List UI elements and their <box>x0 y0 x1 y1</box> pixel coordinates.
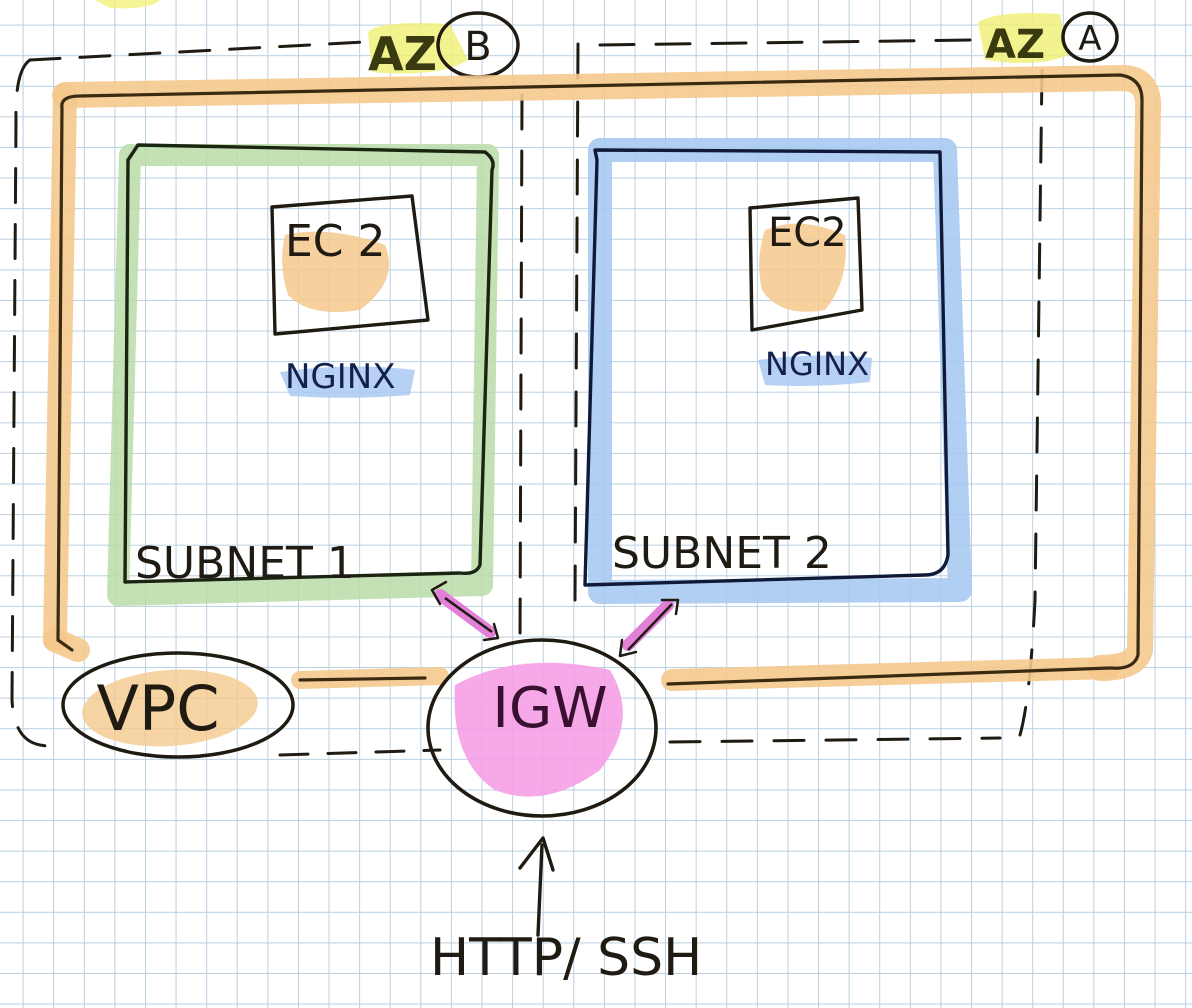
nginx-right-tag: NGINX <box>758 345 872 386</box>
subnet-2-label: SUBNET 2 <box>612 528 832 579</box>
subnet-2-box: SUBNET 2 <box>583 138 972 604</box>
up-arrow-icon <box>518 836 555 937</box>
az-b-zone: AZ B <box>10 11 524 757</box>
igw-label: IGW <box>492 676 607 741</box>
bidirectional-arrow-icon <box>430 580 500 642</box>
subnet-1-label: SUBNET 1 <box>135 538 355 589</box>
traffic-label: HTTP/ SSH <box>430 928 702 988</box>
az-b-label: AZ <box>368 27 437 81</box>
az-a-badge-circle <box>1061 11 1119 63</box>
ec2-left-label: EC 2 <box>285 216 386 267</box>
az-a-label: AZ <box>985 22 1045 68</box>
vpc-box <box>43 65 1162 691</box>
subnet-1-box: SUBNET 1 <box>107 143 499 606</box>
nginx-left-label: NGINX <box>285 357 396 397</box>
ec2-right-label: EC2 <box>768 210 847 256</box>
nginx-left-tag: NGINX <box>280 357 415 398</box>
vpc-label-node: VPC <box>61 651 295 759</box>
igw-node: IGW <box>426 638 658 818</box>
bidirectional-arrow-icon <box>618 598 680 658</box>
az-b-badge-label: B <box>464 24 491 70</box>
yellow-highlight-remnant <box>95 0 160 9</box>
az-a-badge-label: A <box>1078 19 1101 59</box>
nginx-right-label: NGINX <box>765 345 869 383</box>
az-a-zone: AZ A <box>573 11 1119 744</box>
vpc-label: VPC <box>96 672 219 745</box>
ec2-right-instance: EC2 <box>748 196 864 332</box>
ec2-left-instance: EC 2 <box>270 194 430 336</box>
